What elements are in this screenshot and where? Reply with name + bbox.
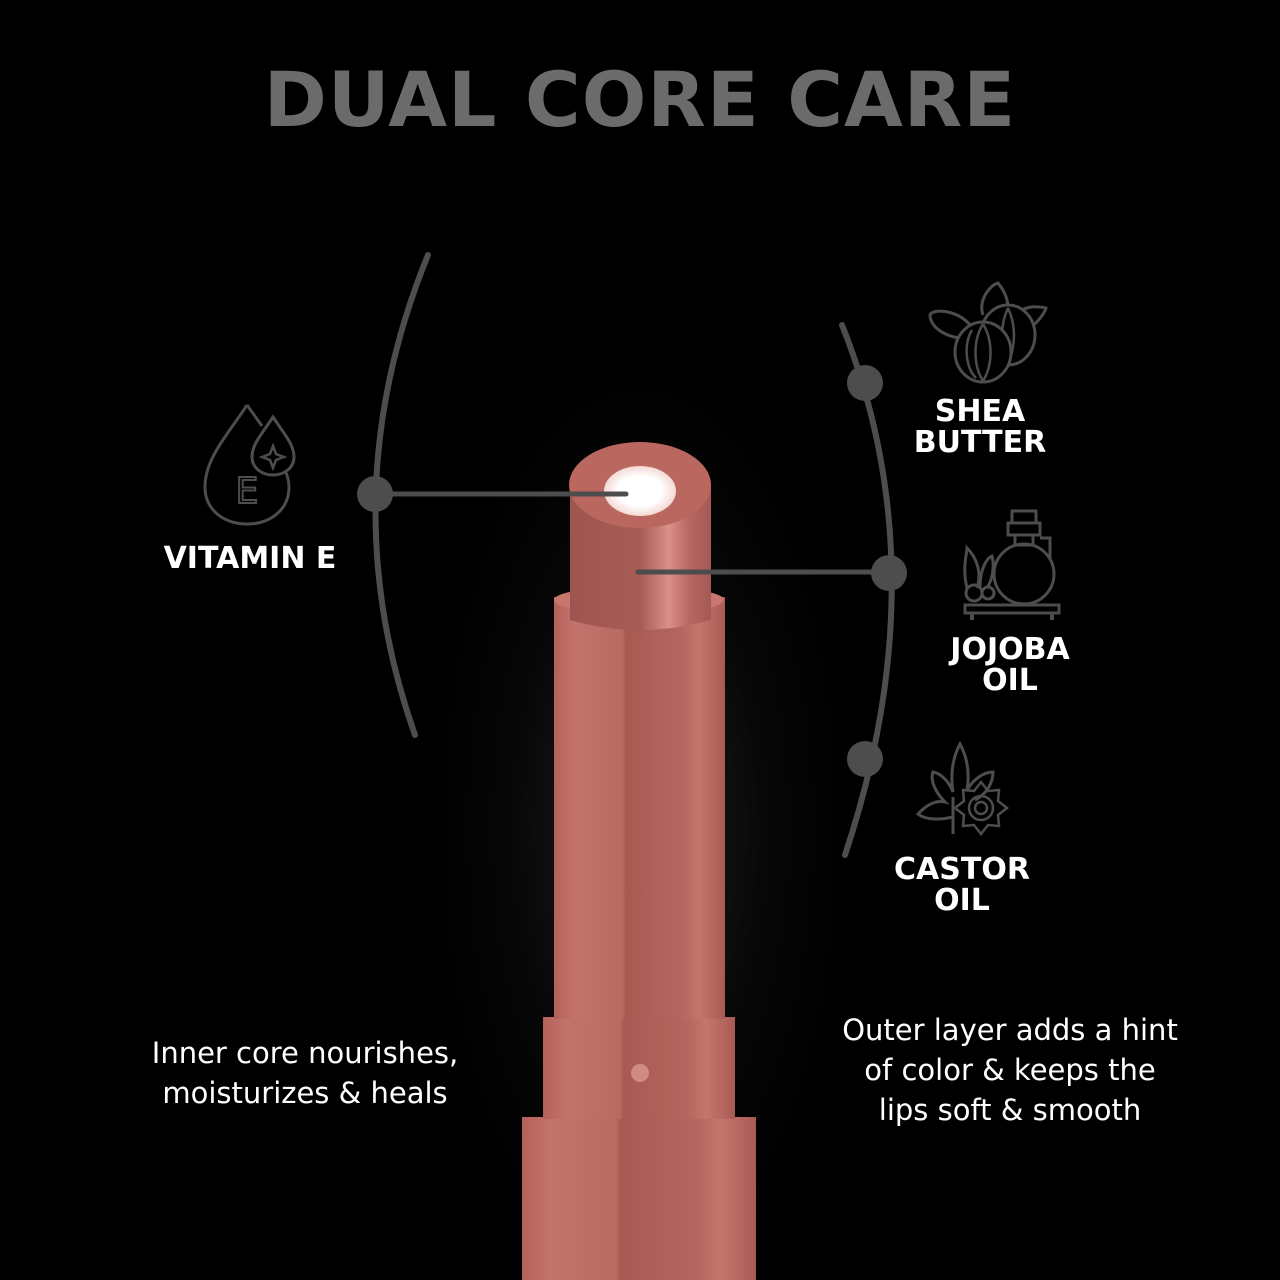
jojoba-oil-label-line1: JOJOBA [950, 632, 1070, 667]
castor-oil-label-line2: OIL [934, 883, 990, 918]
inner-desc-line2: moisturizes & heals [162, 1076, 448, 1110]
lipstick-base [522, 1117, 756, 1280]
castor-oil-label-line1: CASTOR [894, 852, 1030, 887]
shea-butter-dot [847, 365, 883, 401]
castor-oil-dot [847, 741, 883, 777]
collar-dot [631, 1064, 649, 1082]
oil-bottle-icon [963, 509, 1061, 620]
outer-desc-line3: lips soft & smooth [878, 1093, 1142, 1127]
inner-core-description: Inner core nourishes, moisturizes & heal… [70, 1033, 540, 1113]
shea-butter-label: SHEA BUTTER [880, 396, 1080, 458]
inner-desc-line1: Inner core nourishes, [151, 1036, 459, 1070]
vitamin-e-label: VITAMIN E [163, 541, 337, 576]
outer-desc-line2: of color & keeps the [864, 1053, 1156, 1087]
outer-desc-line1: Outer layer adds a hint [842, 1013, 1178, 1047]
jojoba-oil-dot [871, 555, 907, 591]
castor-leaf-icon [915, 740, 1010, 837]
shea-butter-label-line2: BUTTER [913, 425, 1047, 460]
inner-core [604, 466, 676, 516]
castor-oil-label: CASTOR OIL [862, 854, 1062, 916]
outer-layer-description: Outer layer adds a hint of color & keeps… [780, 1010, 1240, 1130]
shea-butter-label-line1: SHEA [934, 394, 1026, 429]
shea-nut-icon [928, 281, 1048, 384]
svg-text:E: E [236, 471, 259, 512]
jojoba-oil-label: JOJOBA OIL [910, 634, 1110, 696]
jojoba-oil-label-line2: OIL [982, 663, 1038, 698]
page-title: DUAL CORE CARE [263, 55, 1017, 144]
lipstick-tube [554, 597, 725, 1019]
vitamin-e-dot [357, 476, 393, 512]
vitamin-e-drop-icon: E [203, 404, 296, 526]
